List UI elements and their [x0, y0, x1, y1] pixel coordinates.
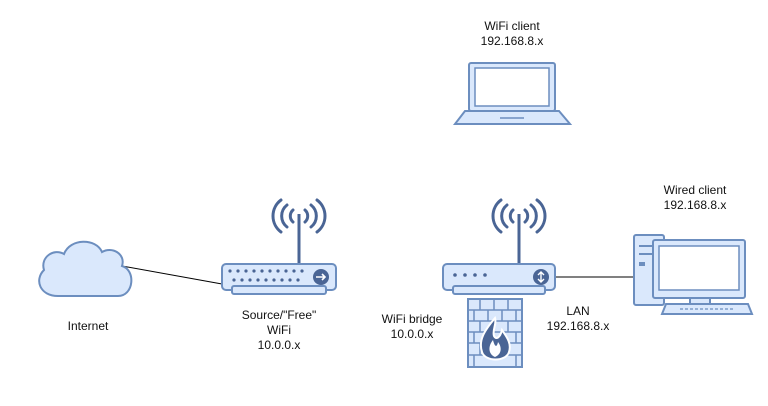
- laptop-icon: [452, 62, 573, 125]
- wireless-bridge-icon: [442, 198, 556, 295]
- bridge-subnet: 10.0.0.x: [390, 327, 434, 341]
- wired-client-subnet: 192.168.8.x: [663, 198, 727, 212]
- internet-label: Internet: [67, 319, 109, 333]
- source-router-label: Source/"Free" WiFi 10.0.0.x: [224, 308, 334, 353]
- wifi-client-name: WiFi client: [484, 19, 540, 33]
- desktop-computer-icon: [633, 234, 754, 315]
- lan-name: LAN: [566, 304, 590, 318]
- source-router-name: Source/"Free": [241, 308, 317, 322]
- wireless-router-icon: [221, 198, 337, 295]
- firewall-icon: [467, 298, 523, 368]
- link-internet-to-router: [121, 265, 223, 285]
- source-router-type: WiFi: [267, 323, 291, 337]
- wired-client-name: Wired client: [663, 183, 727, 197]
- lan-subnet: 192.168.8.x: [546, 319, 610, 333]
- lan-label: LAN 192.168.8.x: [538, 304, 618, 334]
- bridge-name: WiFi bridge: [381, 312, 443, 326]
- wifi-client-label: WiFi client 192.168.8.x: [462, 19, 562, 49]
- source-router-subnet: 10.0.0.x: [257, 338, 301, 352]
- cloud-icon: [38, 240, 133, 297]
- wifi-client-subnet: 192.168.8.x: [480, 34, 544, 48]
- wired-client-label: Wired client 192.168.8.x: [645, 183, 745, 213]
- bridge-label: WiFi bridge 10.0.0.x: [372, 312, 452, 342]
